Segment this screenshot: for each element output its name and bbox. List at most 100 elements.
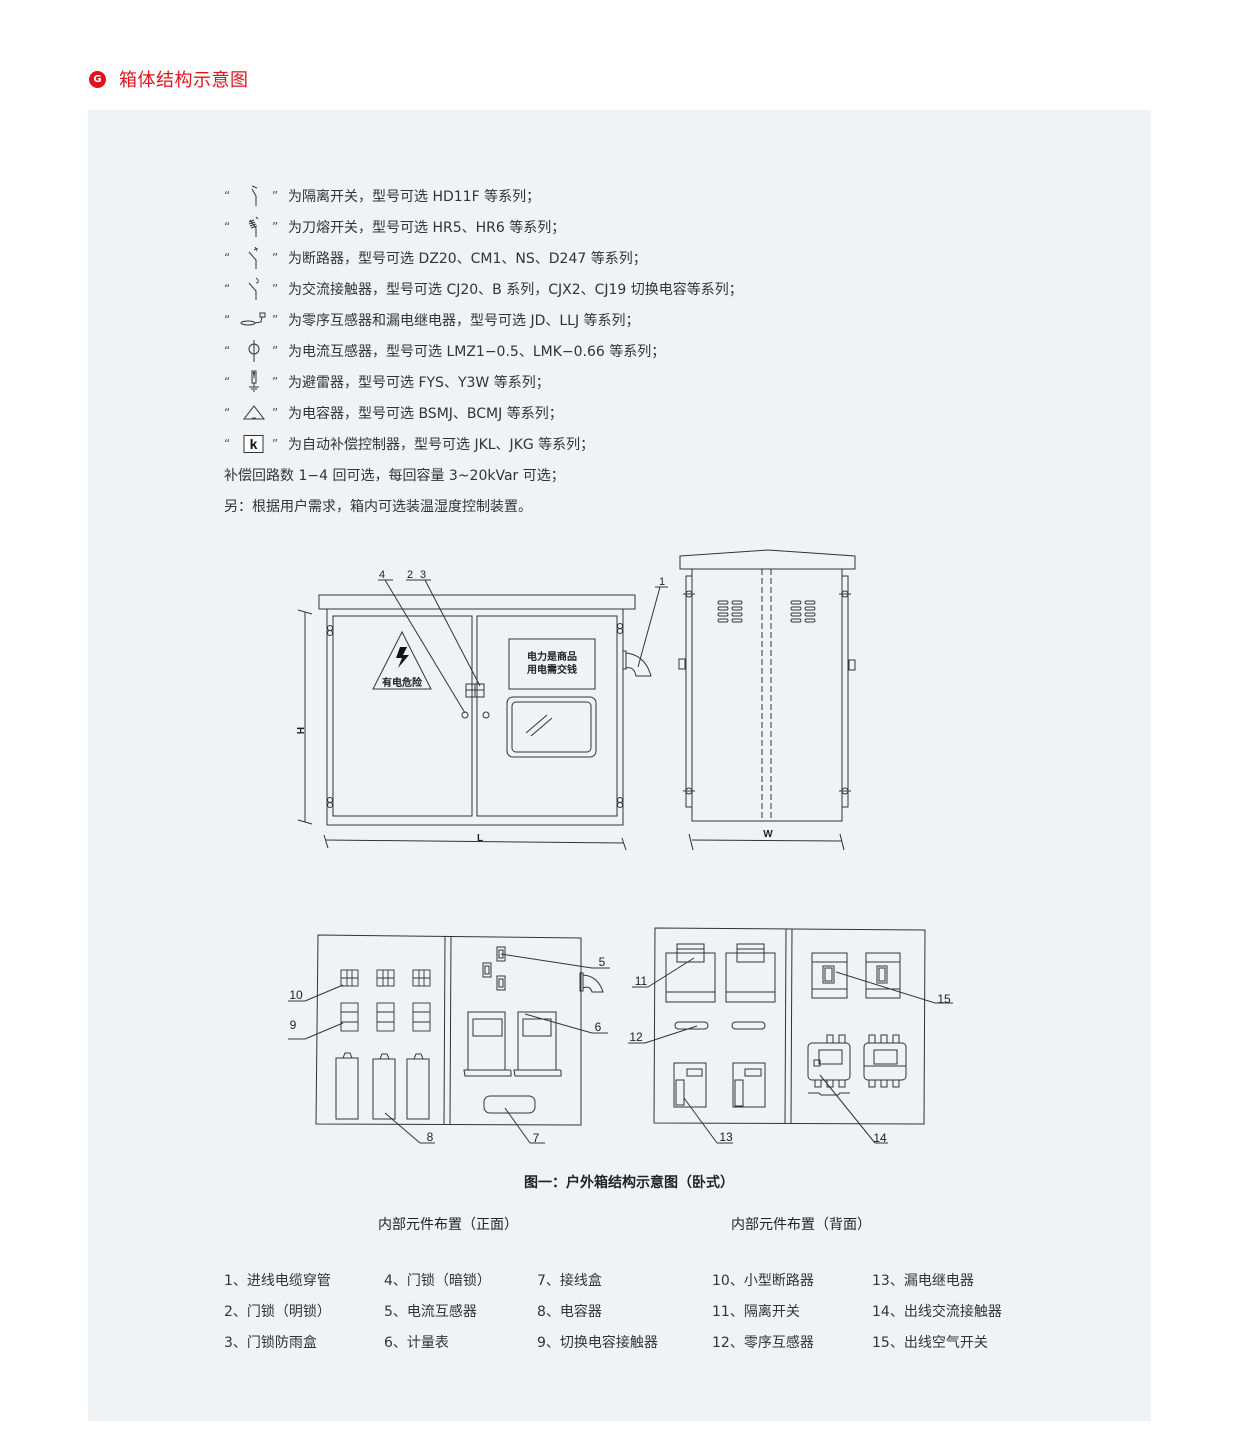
close-quote: ” [272,188,279,203]
open-quote: “ [224,436,231,451]
callout-12: 12 [629,1030,643,1044]
surge-arrester-icon [236,370,272,394]
callout-5: 5 [599,955,606,969]
zero-sequence-ct-icon [236,308,272,332]
internal-front-layout [288,934,610,1144]
high-voltage-warning-icon [372,630,432,690]
controller-k-label: k [250,436,258,452]
legend-item: “ k ” 为自动补偿控制器，型号可选 JKL、JKG 等系列； [224,428,743,459]
close-quote: ” [272,312,279,327]
ac-contactor-icon [236,277,272,301]
part-item: 4、门锁（暗锁） [384,1273,491,1289]
symbol-legend: “ ” 为隔离开关，型号可选 HD11F 等系列； “ ” 为刀熔开关，型号可选… [224,180,743,521]
part-item: 12、零序互感器 [712,1335,814,1351]
dimension-h: H [294,727,305,734]
open-quote: “ [224,250,231,265]
close-quote: ” [272,405,279,420]
close-quote: ” [272,219,279,234]
close-quote: ” [272,374,279,389]
warning-sign-text: 有电危险 [382,676,423,689]
legend-text: 为交流接触器，型号可选 CJ20、B 系列，CJX2、CJ19 切换电容等系列； [288,281,743,298]
back-layout-caption: 内部元件布置（背面） [731,1217,871,1233]
legend-item: “ ” 为电流互感器，型号可选 LMZ1−0.5、LMK−0.66 等系列； [224,335,743,366]
legend-item: “ ” 为避雷器，型号可选 FYS、Y3W 等系列； [224,366,743,397]
section-title: 箱体结构示意图 [119,70,249,91]
callout-7: 7 [533,1131,540,1145]
parts-column: 1、进线电缆穿管 2、门锁（明锁） 3、门锁防雨盒 [224,1270,331,1363]
legend-item: “ ” 为电容器，型号可选 BSMJ、BCMJ 等系列； [224,397,743,428]
current-transformer-icon [236,339,272,363]
knife-fuse-switch-icon [236,215,272,239]
front-layout-caption: 内部元件布置（正面） [378,1217,518,1233]
close-quote: ” [272,281,279,296]
open-quote: “ [224,374,231,389]
note-optional: 另：根据用户需求，箱内可选装温湿度控制装置。 [224,498,532,515]
open-quote: “ [224,219,231,234]
figure-title: 图一：户外箱结构示意图（卧式） [524,1175,734,1191]
notice-line-2: 用电需交钱 [526,663,577,676]
note-compensation: 补偿回路数 1−4 回可选，每回容量 3~20kVar 可选； [224,467,565,484]
side-view-drawing [678,549,856,851]
callout-4: 4 [379,569,385,581]
callout-15: 15 [937,992,951,1006]
close-quote: ” [272,250,279,265]
legend-text: 为电容器，型号可选 BSMJ、BCMJ 等系列； [288,405,563,422]
legend-item: “ ” 为刀熔开关，型号可选 HR5、HR6 等系列； [224,211,743,242]
open-quote: “ [224,405,231,420]
legend-text: 为隔离开关，型号可选 HD11F 等系列； [288,188,541,205]
parts-column: 4、门锁（暗锁） 5、电流互感器 6、计量表 [384,1270,491,1363]
part-item: 7、接线盒 [537,1273,602,1289]
open-quote: “ [224,312,231,327]
legend-text: 为零序互感器和漏电继电器，型号可选 JD、LLJ 等系列； [288,312,640,329]
legend-item: “ ” 为交流接触器，型号可选 CJ20、B 系列，CJX2、CJ19 切换电容… [224,273,743,304]
parts-column: 13、漏电继电器 14、出线交流接触器 15、出线空气开关 [872,1270,1002,1363]
callout-6: 6 [595,1020,602,1034]
callout-2: 2 [407,569,413,581]
legend-item: “ ” 为断路器，型号可选 DZ20、CM1、NS、D247 等系列； [224,242,743,273]
part-item: 10、小型断路器 [712,1273,814,1289]
part-item: 6、计量表 [384,1335,449,1351]
circuit-breaker-icon [236,246,272,270]
callout-14: 14 [873,1131,887,1145]
legend-item: “ ” 为零序互感器和漏电继电器，型号可选 JD、LLJ 等系列； [224,304,743,335]
callout-11: 11 [635,974,648,988]
legend-text: 为自动补偿控制器，型号可选 JKL、JKG 等系列； [288,436,595,453]
close-quote: ” [272,343,279,358]
dimension-l: L [477,833,483,844]
front-view-drawing [297,579,668,851]
callout-1: 1 [659,576,665,588]
callout-8: 8 [427,1130,434,1144]
part-item: 14、出线交流接触器 [872,1304,1002,1320]
callout-13: 13 [719,1130,733,1144]
part-item: 9、切换电容接触器 [537,1335,658,1351]
parts-column: 10、小型断路器 11、隔离开关 12、零序互感器 [712,1270,814,1363]
legend-text: 为避雷器，型号可选 FYS、Y3W 等系列； [288,374,550,391]
internal-back-layout [628,927,953,1144]
open-quote: “ [224,281,231,296]
parts-column: 7、接线盒 8、电容器 9、切换电容接触器 [537,1270,658,1363]
auto-compensation-controller-icon: k [236,432,272,456]
part-item: 15、出线空气开关 [872,1335,988,1351]
part-item: 11、隔离开关 [712,1304,800,1320]
legend-text: 为刀熔开关，型号可选 HR5、HR6 等系列； [288,219,566,236]
part-item: 5、电流互感器 [384,1304,477,1320]
open-quote: “ [224,188,231,203]
legend-text: 为断路器，型号可选 DZ20、CM1、NS、D247 等系列； [288,250,647,267]
open-quote: “ [224,343,231,358]
part-item: 8、电容器 [537,1304,602,1320]
part-item: 13、漏电继电器 [872,1273,974,1289]
notice-line-1: 电力是商品 [527,650,577,663]
part-item: 2、门锁（明锁） [224,1304,331,1320]
dimension-w: W [763,829,773,840]
isolating-switch-icon [236,184,272,208]
content-panel [88,110,1151,1421]
legend-item: “ ” 为隔离开关，型号可选 HD11F 等系列； [224,180,743,211]
legend-text: 为电流互感器，型号可选 LMZ1−0.5、LMK−0.66 等系列； [288,343,666,360]
callout-10: 10 [289,988,303,1002]
part-item: 1、进线电缆穿管 [224,1273,331,1289]
capacitor-icon [236,401,272,425]
circle-logo-icon: G [89,70,106,88]
part-item: 3、门锁防雨盒 [224,1335,317,1351]
close-quote: ” [272,436,279,451]
